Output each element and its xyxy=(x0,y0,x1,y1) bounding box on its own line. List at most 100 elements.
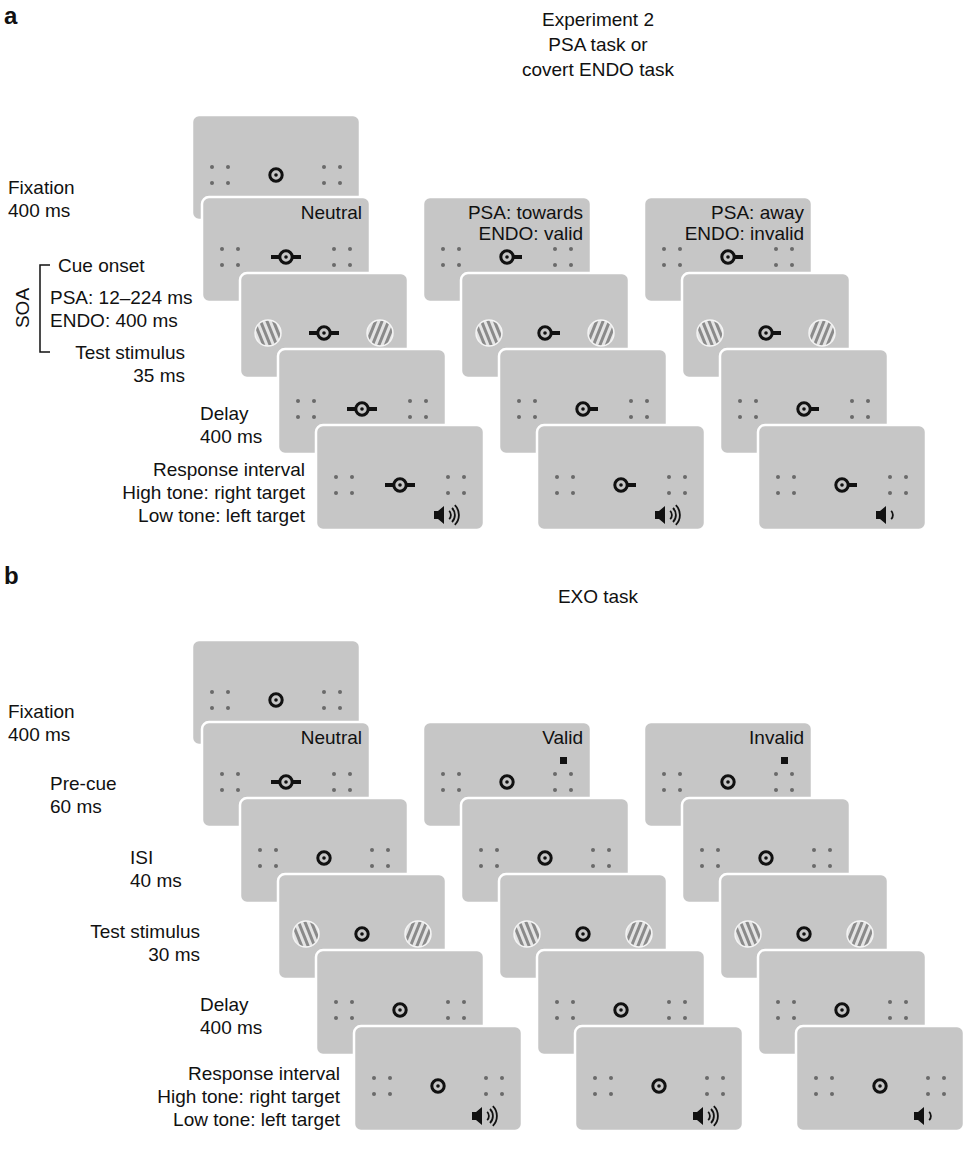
placeholder-dot xyxy=(776,1016,780,1020)
fixation-dot xyxy=(322,331,326,335)
label: 35 ms xyxy=(133,364,185,387)
placeholder-dot xyxy=(386,864,390,868)
placeholder-dot xyxy=(850,415,854,419)
placeholder-dot xyxy=(350,1000,354,1004)
display-frame xyxy=(758,425,926,530)
cue-bar xyxy=(271,780,301,784)
grating-edge xyxy=(476,320,502,346)
speaker-body xyxy=(655,506,665,524)
label: Neutral xyxy=(301,201,362,224)
fixation-ring xyxy=(356,928,368,940)
placeholder-dot xyxy=(888,491,892,495)
grating-edge xyxy=(626,921,652,947)
placeholder-dot xyxy=(814,1092,818,1096)
placeholder-dot xyxy=(446,1016,450,1020)
placeholder-dot xyxy=(500,1092,504,1096)
placeholder-dot xyxy=(700,848,704,852)
label: Response interval xyxy=(153,458,305,481)
grating-stripe xyxy=(269,314,284,345)
placeholder-dot xyxy=(533,415,537,419)
label: Fixation xyxy=(8,700,75,723)
placeholder-dot xyxy=(609,1076,613,1080)
label: 30 ms xyxy=(148,943,200,966)
placeholder-dot xyxy=(350,491,354,495)
placeholder-dot xyxy=(334,491,338,495)
placeholder-dot xyxy=(210,165,214,169)
fixation-dot xyxy=(398,1008,402,1012)
fixation-ring xyxy=(501,776,513,788)
placeholder-dot xyxy=(462,1016,466,1020)
placeholder-dot xyxy=(338,181,342,185)
placeholder-dot xyxy=(662,247,666,251)
speaker-body xyxy=(914,1107,924,1125)
fixation-ring xyxy=(432,1080,444,1092)
frame-rect xyxy=(354,1026,522,1131)
placeholder-dot xyxy=(424,415,428,419)
placeholder-dot xyxy=(828,864,832,868)
label: 400 ms xyxy=(200,1016,262,1039)
placeholder-dot xyxy=(683,491,687,495)
label: 40 ms xyxy=(130,869,182,892)
placeholder-dot xyxy=(850,399,854,403)
placeholder-dot xyxy=(830,1076,834,1080)
placeholder-dot xyxy=(774,772,778,776)
grating-stripe xyxy=(823,321,838,352)
placeholder-dot xyxy=(210,706,214,710)
grating-stripe xyxy=(490,314,505,345)
fixation-ring xyxy=(577,928,589,940)
label: a xyxy=(4,2,17,30)
placeholder-dot xyxy=(236,772,240,776)
grating-edge xyxy=(809,320,835,346)
placeholder-dot xyxy=(338,690,342,694)
placeholder-dot xyxy=(662,788,666,792)
placeholder-dot xyxy=(334,475,338,479)
fixation-ring xyxy=(577,403,589,415)
fixation-dot xyxy=(360,407,364,411)
grating-edge xyxy=(697,320,723,346)
placeholder-dot xyxy=(662,263,666,267)
fixation-dot xyxy=(619,1008,623,1012)
speaker-body xyxy=(876,506,886,524)
label: b xyxy=(4,562,19,590)
placeholder-dot xyxy=(348,247,352,251)
placeholder-dot xyxy=(457,247,461,251)
soa-bracket xyxy=(40,265,50,352)
placeholder-dot xyxy=(593,1092,597,1096)
grating-stripe xyxy=(528,915,543,946)
placeholder-dot xyxy=(332,263,336,267)
label: Low tone: left target xyxy=(173,1108,340,1131)
fixation-ring xyxy=(615,479,627,491)
speaker-icon xyxy=(693,1106,719,1127)
sound-wave xyxy=(454,505,460,526)
frame-rect xyxy=(316,425,484,530)
placeholder-dot xyxy=(533,399,537,403)
fixation-dot xyxy=(505,780,509,784)
fixation-ring xyxy=(722,776,734,788)
placeholder-dot xyxy=(332,788,336,792)
fixation-ring xyxy=(653,1080,665,1092)
placeholder-dot xyxy=(210,181,214,185)
grating-patch xyxy=(807,314,838,352)
cue-bar xyxy=(271,255,301,259)
placeholder-dot xyxy=(645,415,649,419)
label: Neutral xyxy=(301,726,362,749)
placeholder-dot xyxy=(774,247,778,251)
placeholder-dot xyxy=(479,864,483,868)
sound-wave xyxy=(451,507,455,522)
placeholder-dot xyxy=(338,165,342,169)
placeholder-dot xyxy=(904,1000,908,1004)
cue-bar xyxy=(309,331,339,335)
label: Valid xyxy=(542,726,583,749)
placeholder-dot xyxy=(667,475,671,479)
sound-wave xyxy=(708,1111,711,1121)
label: ENDO: valid xyxy=(478,222,583,245)
placeholder-dot xyxy=(705,1076,709,1080)
grating-edge xyxy=(367,320,393,346)
placeholder-dot xyxy=(258,848,262,852)
placeholder-dot xyxy=(372,1092,376,1096)
fixation-dot xyxy=(274,173,278,177)
placeholder-dot xyxy=(683,1000,687,1004)
label: Pre-cue xyxy=(50,772,117,795)
fixation-ring xyxy=(394,1004,406,1016)
